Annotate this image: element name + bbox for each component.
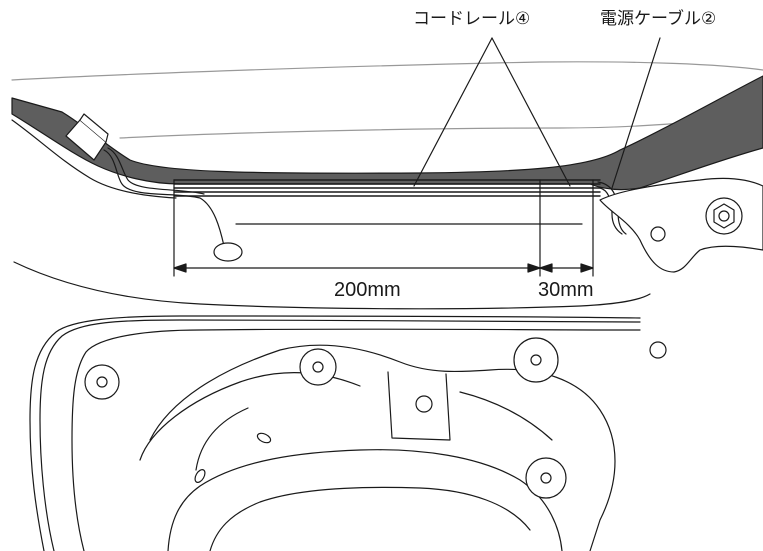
- mount-hole-2-inner: [312, 361, 324, 373]
- cord-rail-label: コードレール④: [413, 9, 531, 29]
- inner-frame-3: [167, 449, 563, 551]
- leader-cord-rail-right: [491, 37, 571, 187]
- slot-hole-2: [194, 469, 206, 483]
- power-cable-right-2: [599, 187, 623, 235]
- dimension-30-label: 30mm: [538, 279, 594, 301]
- arrow-200-left: [173, 263, 187, 273]
- leader-power-cable: [611, 37, 661, 189]
- hole-right: [649, 341, 667, 359]
- dimension-200-label: 200mm: [334, 279, 401, 301]
- cable-clip-inner: [79, 113, 109, 143]
- mount-hole-1-inner: [96, 376, 108, 388]
- power-cable-left-2: [107, 147, 205, 195]
- bracket-hole: [650, 226, 666, 242]
- mount-hole-4: [415, 395, 433, 413]
- body-contour-lower: [13, 261, 651, 310]
- inner-frame-4: [209, 486, 531, 551]
- lower-panel-inner: [71, 328, 641, 551]
- body-contour-left: [11, 119, 177, 199]
- mount-hole-3-inner: [530, 354, 542, 366]
- leader-cord-rail-left: [413, 37, 493, 187]
- lower-panel-outer-2: [29, 315, 641, 551]
- slot-hole-1: [256, 432, 272, 444]
- cable-grommet: [213, 242, 243, 262]
- lower-panel-outer: [39, 319, 641, 551]
- inner-frame-2: [139, 372, 361, 461]
- inner-frame: [149, 344, 616, 551]
- inner-frame-6: [459, 391, 553, 441]
- housing-top-edge: [11, 61, 763, 81]
- power-cable-left: [103, 149, 225, 247]
- mount-hole-5-inner: [540, 472, 552, 484]
- inner-frame-5: [387, 371, 451, 441]
- power-cable-label: 電源ケーブル②: [600, 9, 717, 29]
- inner-frame-7: [195, 407, 249, 471]
- arrow-30-right: [580, 263, 594, 273]
- arrow-30-left: [539, 263, 553, 273]
- cord-channel-panel: [11, 75, 763, 191]
- cord-rail: [173, 179, 601, 197]
- bolt-socket: [718, 210, 730, 222]
- arrow-200-right: [527, 263, 541, 273]
